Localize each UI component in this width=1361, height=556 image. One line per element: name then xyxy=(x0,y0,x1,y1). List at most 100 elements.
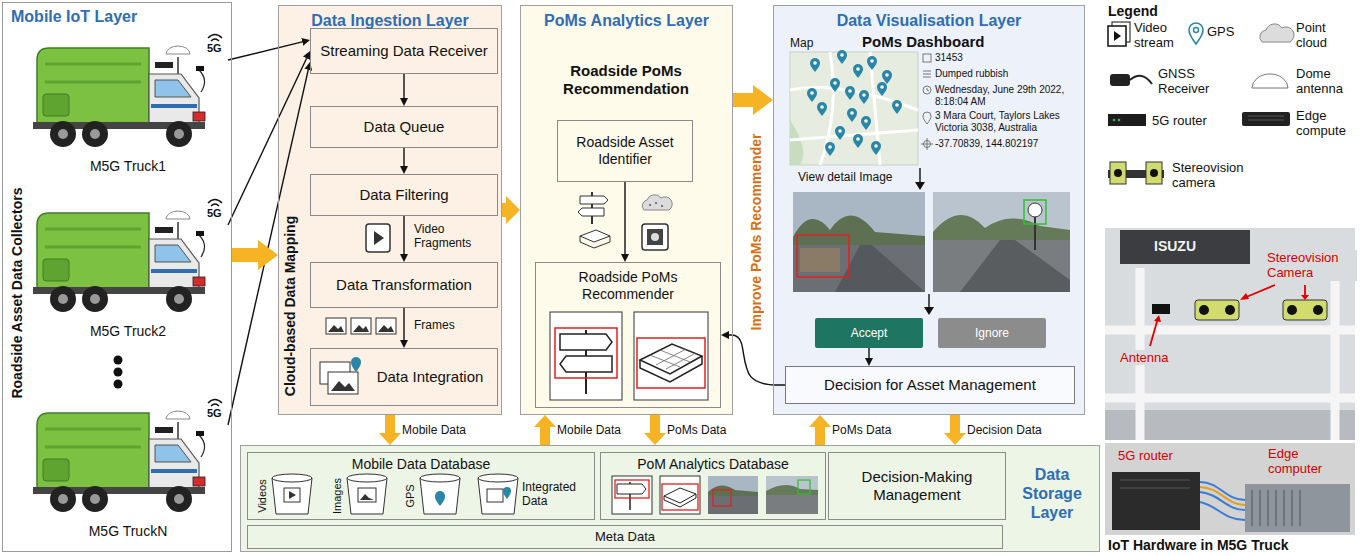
database-box: Decision-Making Management xyxy=(828,452,1006,520)
database-icons xyxy=(615,480,649,498)
label-text: IoT Hardware in M5G Truck xyxy=(1108,537,1289,554)
hardware-photo xyxy=(1152,304,1170,314)
legend-icons xyxy=(1118,119,1121,122)
metadata-bar: Meta Data xyxy=(247,525,1003,549)
label-text: Images xyxy=(331,478,344,514)
dashboard-illustration xyxy=(810,58,820,72)
label-text: Edge computer xyxy=(1266,446,1354,477)
label-text: Videos xyxy=(256,479,269,512)
database-icons xyxy=(289,491,296,499)
connector xyxy=(228,42,302,60)
ignore-button: Ignore xyxy=(938,318,1046,348)
panel-fill xyxy=(773,5,1085,415)
process-box: Roadside Asset Identifier xyxy=(557,120,693,182)
legend-text: GPS xyxy=(1207,24,1234,39)
legend-icons xyxy=(1248,116,1284,120)
dashboard-illustration xyxy=(807,88,817,102)
label-text: Dumped rubbish xyxy=(935,68,1078,80)
node-title: Data Storage Layer xyxy=(1009,466,1095,523)
edge-label: Video Fragments xyxy=(414,222,484,250)
legend-icons xyxy=(1114,31,1121,41)
analytics-icons xyxy=(580,196,608,204)
dashboard-illustration xyxy=(924,307,934,315)
legend-icons xyxy=(1110,162,1126,184)
dashboard-illustration xyxy=(825,142,835,156)
ingestion-icons xyxy=(376,318,396,334)
truck-collector: M5G Truck2 xyxy=(28,195,228,345)
layer-panel: Data Ingestion LayerCloud-based Data Map… xyxy=(278,5,502,415)
database-icons xyxy=(487,489,503,502)
database-icons xyxy=(358,488,376,502)
dashboard-illustration xyxy=(793,215,925,245)
process-box: Roadside PoMs Recommender xyxy=(535,262,721,408)
analytics-icons xyxy=(580,230,610,242)
dashboard-illustration xyxy=(847,108,857,122)
truck-collector: M5G Truck1 xyxy=(28,30,228,180)
flow-arrow xyxy=(650,415,660,433)
dashboard-illustration xyxy=(867,56,877,70)
legend-text: Edge compute xyxy=(1296,108,1356,139)
ingestion-icons xyxy=(326,318,346,334)
legend-icons xyxy=(1189,23,1203,44)
dashboard-illustration xyxy=(919,168,920,183)
database-icons xyxy=(420,474,460,482)
database-icons xyxy=(617,484,646,494)
dashboard-illustration xyxy=(790,52,918,165)
node-title: PoM Analytics Database xyxy=(637,456,789,473)
dashboard-illustration xyxy=(1028,203,1042,217)
database-icons xyxy=(347,478,387,514)
label-text: 5G router xyxy=(1116,448,1175,463)
hardware-photo xyxy=(1112,472,1200,530)
dashboard-illustration xyxy=(923,71,931,77)
node-subtitle: PoMs Dashboard xyxy=(862,33,985,51)
label-text: -37.70839, 144.802197 xyxy=(935,138,1078,150)
truck-illustration xyxy=(33,411,205,512)
flow-arrow xyxy=(385,415,395,433)
truck-illustration xyxy=(114,368,123,377)
ingestion-icons xyxy=(331,381,355,391)
hardware-photo xyxy=(1313,305,1323,315)
dashboard-illustration xyxy=(871,141,881,155)
dashboard-illustration xyxy=(1034,212,1036,250)
legend-text: GNSS Receiver xyxy=(1158,66,1238,97)
panel-fill xyxy=(2,2,232,552)
hardware-photo xyxy=(1287,305,1297,315)
truck-illustration xyxy=(208,200,222,207)
dashboard-illustration xyxy=(960,240,1070,292)
dashboard-illustration xyxy=(793,192,925,292)
edge-label: PoMs Data xyxy=(667,423,726,437)
hardware-photo xyxy=(1225,305,1235,315)
analytics-icons xyxy=(634,312,708,400)
database-icons xyxy=(284,488,300,502)
node-subtitle: Roadside PoMs Recommendation xyxy=(546,62,706,97)
ingestion-icons xyxy=(328,325,344,332)
database-icons xyxy=(272,478,312,514)
flow-arrow xyxy=(540,427,550,445)
node-title: M5G TruckN xyxy=(28,523,228,540)
ingestion-icons xyxy=(353,325,369,332)
dashboard-illustration xyxy=(853,64,863,78)
dashboard-illustration xyxy=(915,182,925,190)
database-icons xyxy=(766,476,818,514)
dashboard-illustration xyxy=(790,120,803,165)
dashboard-illustration xyxy=(817,102,827,116)
dashboard-illustration xyxy=(797,235,849,277)
legend-text: Point cloud xyxy=(1296,20,1356,51)
flow-arrow xyxy=(815,427,825,445)
label-text: 5G xyxy=(207,407,222,420)
legend-icons xyxy=(1150,169,1158,177)
node-title: Accept xyxy=(851,326,888,340)
ingestion-icons xyxy=(366,224,390,252)
database-icons xyxy=(662,484,698,510)
database-icons xyxy=(713,490,731,506)
legend-icons xyxy=(1252,74,1288,88)
hardware-photo xyxy=(1195,300,1239,320)
panel-fill xyxy=(785,366,1075,404)
analytics-icons xyxy=(637,338,705,388)
database-icons xyxy=(798,480,810,494)
process-box: Streaming Data Receiver xyxy=(310,28,498,74)
node-title: Mobile Data Database xyxy=(352,456,491,473)
truck-illustration xyxy=(33,211,205,312)
node-title: M5G Truck1 xyxy=(28,158,228,175)
label-text: Legend xyxy=(1108,3,1158,20)
